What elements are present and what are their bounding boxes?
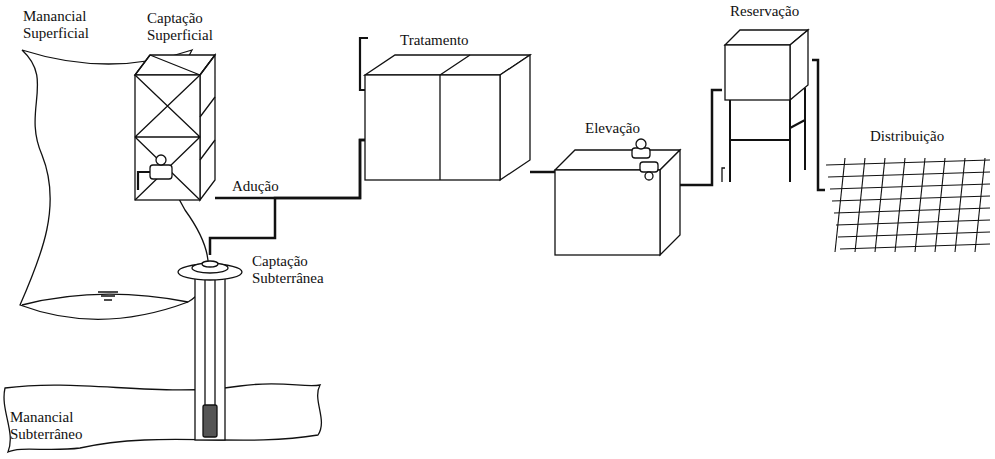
pipe — [680, 90, 722, 185]
illustration-group — [4, 30, 990, 452]
component-node: Manancial Superficial — [20, 50, 195, 300]
component-label: Manancial Subterrâneo — [10, 409, 105, 443]
grid-line — [830, 184, 990, 189]
component-label: Tratamento — [400, 32, 469, 49]
grid-line — [838, 232, 990, 237]
grid-line — [855, 158, 865, 252]
component-node: Reservação — [722, 28, 812, 183]
pipe — [530, 171, 555, 174]
intake-structure — [135, 55, 215, 200]
pipe — [812, 60, 825, 190]
pipe-label: Adução — [230, 178, 281, 195]
grid-line — [828, 172, 990, 177]
component-node: Tratamento — [365, 55, 530, 180]
component-label: Manancial Superficial — [23, 8, 108, 42]
component-node: Distribuição — [825, 155, 990, 255]
water-level-symbol — [98, 292, 118, 300]
distribution-grid — [826, 158, 990, 252]
river-outline — [20, 50, 208, 319]
grid-line — [915, 158, 925, 252]
component-node: Manancial Subterrâneo — [5, 385, 325, 455]
component-label: Captação Subterrânea — [252, 253, 342, 287]
grid-line — [826, 160, 990, 165]
grid-line — [935, 158, 945, 252]
component-label: Reservação — [730, 3, 799, 20]
component-node: Captação Subterrânea — [175, 255, 245, 445]
grid-line — [895, 158, 905, 252]
pumping-station — [555, 139, 680, 255]
treatment-plant — [360, 38, 530, 180]
component-node: Captação Superficial — [135, 55, 215, 200]
grid-line — [834, 208, 990, 213]
grid-line — [875, 158, 885, 252]
pipe — [215, 140, 365, 198]
component-label: Elevação — [585, 120, 640, 137]
component-label: Distribuição — [870, 128, 944, 145]
grid-line — [836, 220, 990, 225]
grid-line — [835, 158, 845, 252]
grid-line — [975, 158, 985, 252]
well — [178, 261, 242, 440]
elevated-reservoir — [722, 30, 808, 182]
aquifer-band — [4, 384, 321, 452]
component-label: Captação Superficial — [147, 10, 232, 44]
grid-line — [832, 196, 990, 201]
grid-line — [955, 158, 965, 252]
pipe — [210, 140, 365, 255]
component-node: Elevação — [555, 150, 680, 255]
